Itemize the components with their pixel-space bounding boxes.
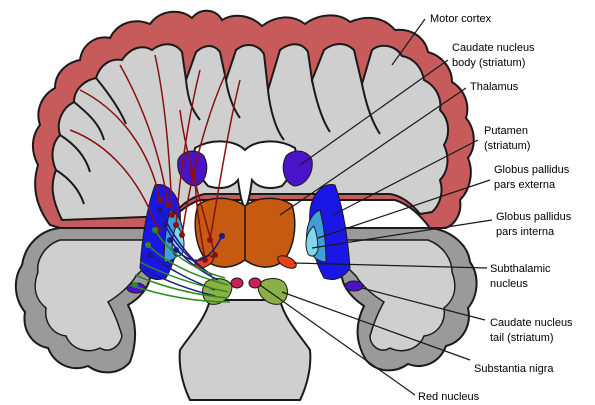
label-motor-cortex: Motor cortex [430,13,492,25]
caudate-nucleus-tail [127,281,363,293]
label-caudate-body-line2: body (striatum) [452,57,525,69]
label-gpe-line2: pars externa [494,179,556,191]
label-caudate-body-line1: Caudate nucleus [452,42,535,54]
brainstem [180,300,311,400]
label-putamen-line1: Putamen [484,125,528,137]
red-nucleus-left [231,278,243,288]
label-putamen-line2: (striatum) [484,140,530,152]
label-thalamus: Thalamus [470,81,519,93]
label-subthalamic-line2: nucleus [490,278,528,290]
red-nucleus [231,278,261,288]
label-red-nucleus: Red nucleus [418,391,480,403]
label-subthalamic-line1: Subthalamic [490,263,551,275]
label-caudate-tail-line2: tail (striatum) [490,332,554,344]
label-substantia-nigra: Substantia nigra [474,363,554,375]
label-gpe-line1: Globus pallidus [494,164,570,176]
label-gpi-line1: Globus pallidus [496,211,572,223]
caudate-tail-right [345,281,363,291]
label-caudate-tail-line1: Caudate nucleus [490,317,573,329]
label-gpi-line2: pars interna [496,226,555,238]
red-nucleus-right [249,278,261,288]
